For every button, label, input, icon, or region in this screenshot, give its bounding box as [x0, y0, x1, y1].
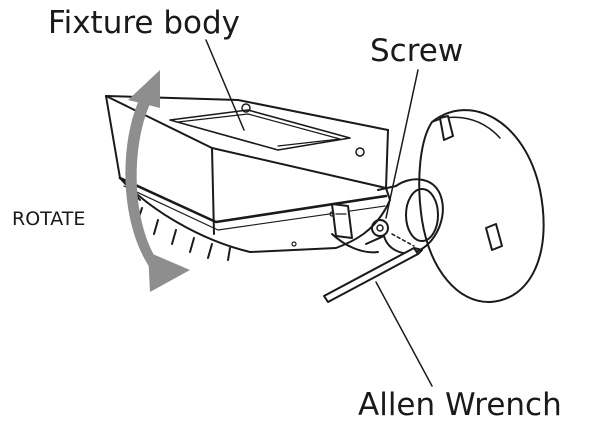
curved-double-arrow-icon: [125, 70, 190, 292]
leader-allen-wrench: [375, 281, 433, 387]
screw-label: Screw: [370, 33, 464, 69]
leader-fixture-body: [205, 39, 245, 131]
allen-wrench: [323, 233, 423, 303]
fixture-body: [105, 95, 391, 261]
rotate-label: ROTATE: [12, 208, 86, 230]
swivel-joint: [331, 178, 444, 255]
leader-screw: [385, 69, 419, 219]
allen-wrench-label: Allen Wrench: [358, 387, 562, 423]
fixture-body-label: Fixture body: [48, 5, 240, 41]
screw-head: [371, 219, 389, 237]
wall-mount-plate: [418, 109, 545, 304]
